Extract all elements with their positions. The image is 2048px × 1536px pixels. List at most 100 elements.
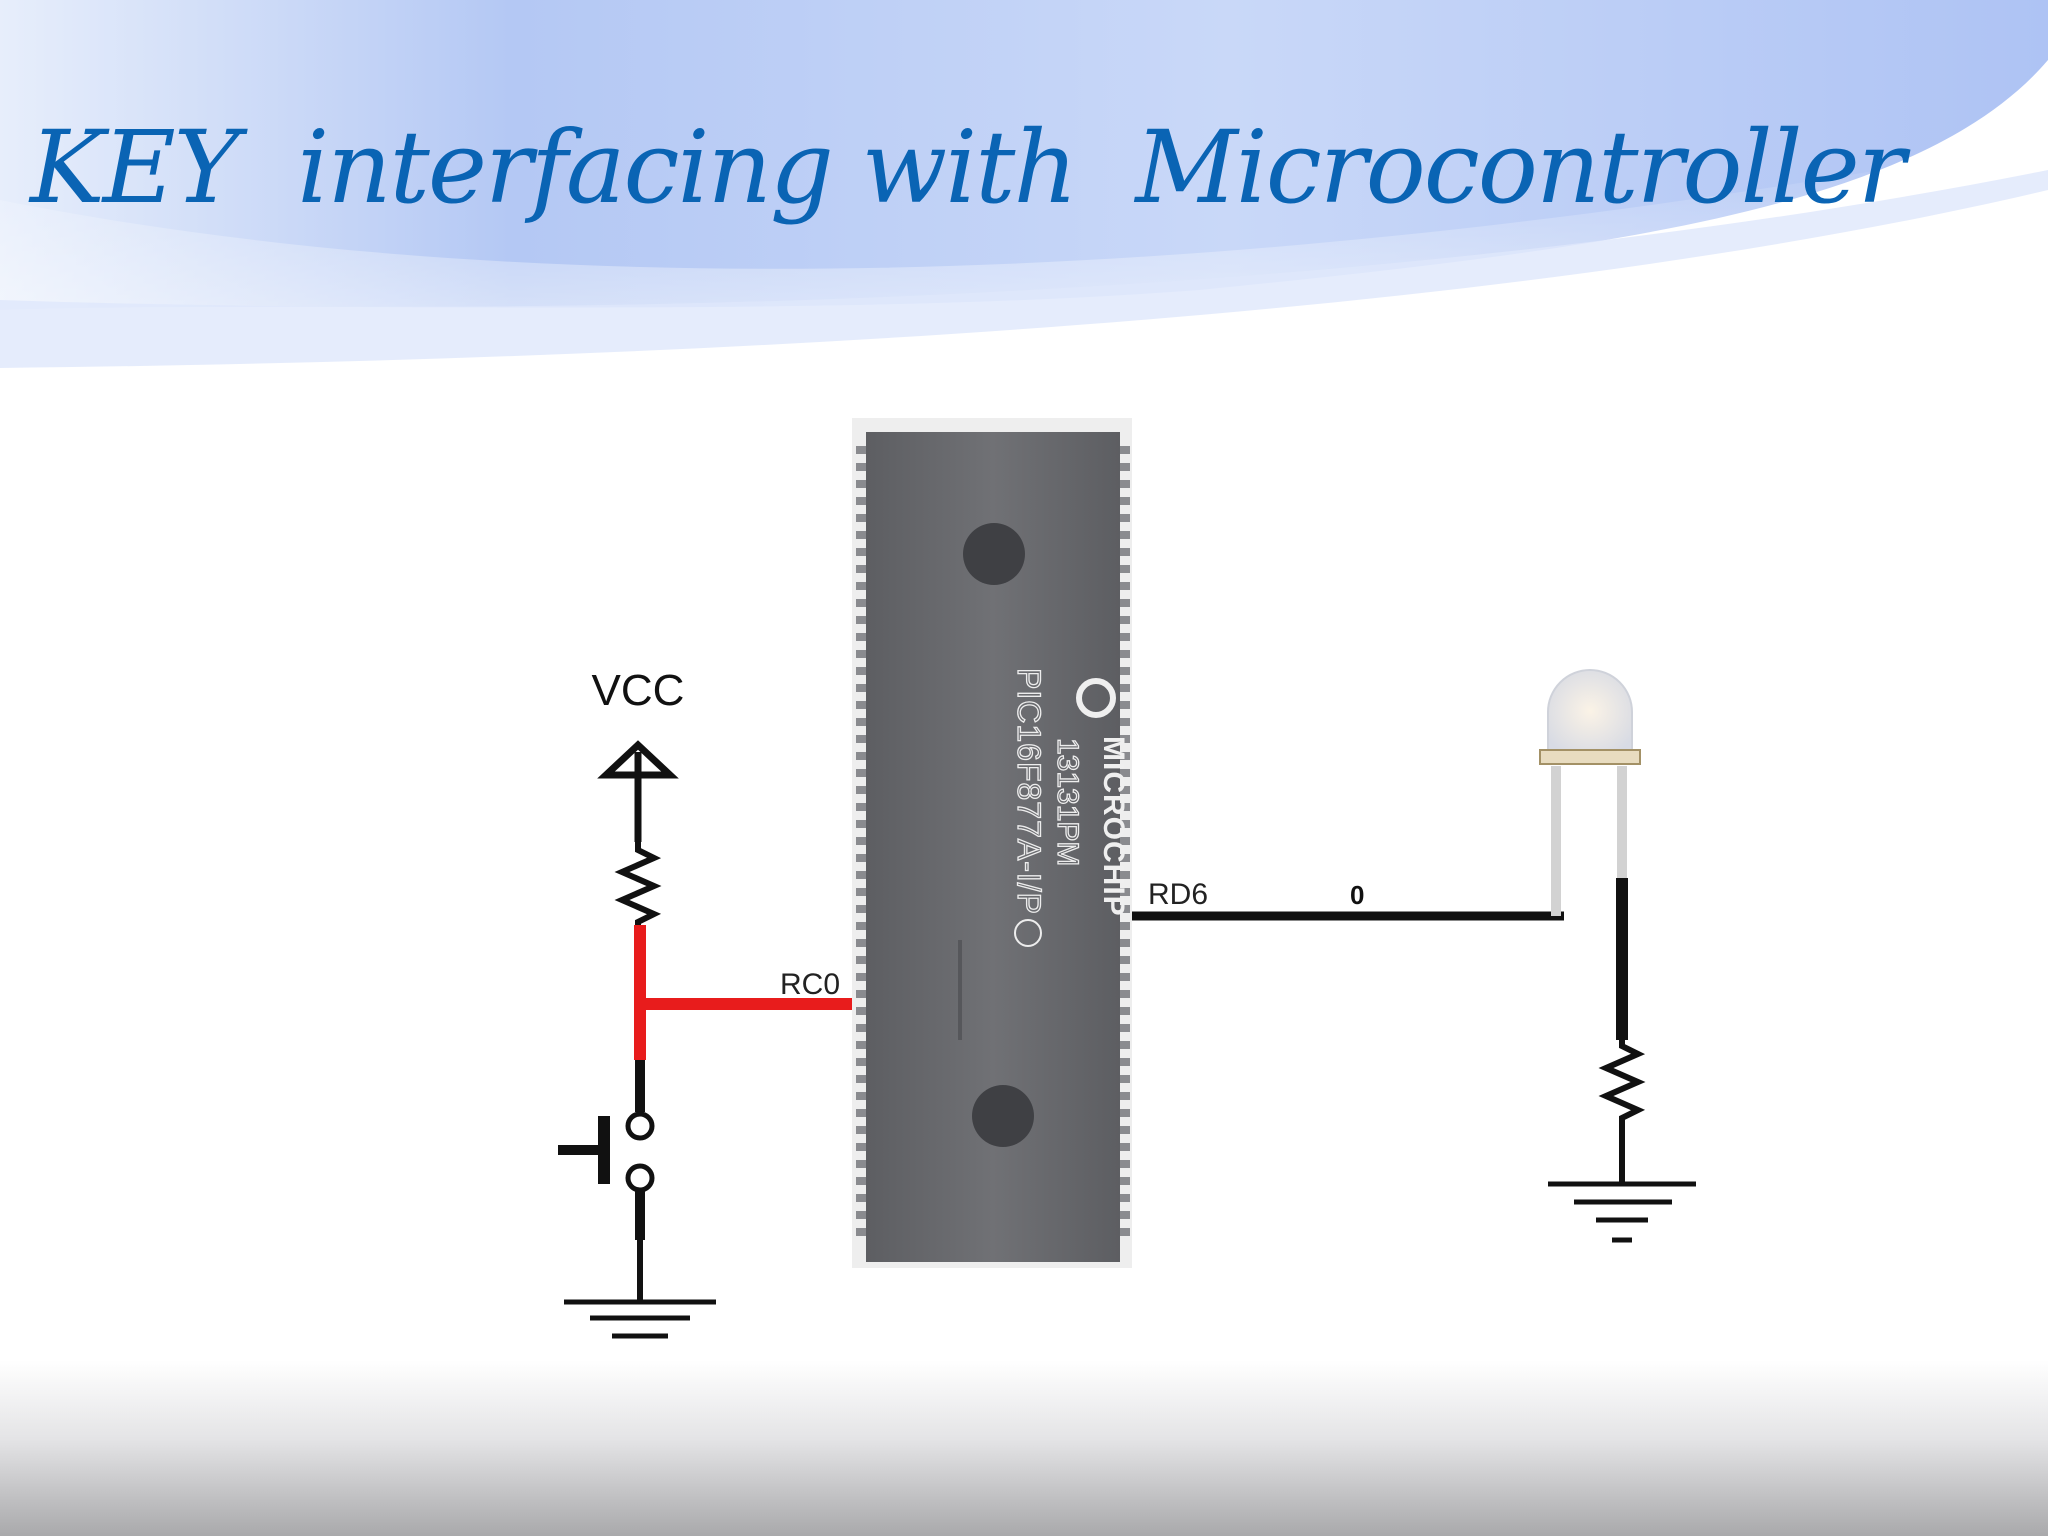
chip-pin	[856, 1194, 868, 1202]
chip-pin	[856, 1228, 868, 1236]
chip-pin	[856, 463, 868, 471]
pullup-resistor	[614, 842, 662, 925]
header-band	[0, 0, 2048, 370]
chip-pin	[1118, 616, 1130, 624]
chip-pin	[856, 837, 868, 845]
chip-pin	[1118, 548, 1130, 556]
chip-pin	[856, 684, 868, 692]
chip-pin	[1118, 735, 1130, 743]
chip-pin	[1118, 837, 1130, 845]
microcontroller-chip: PIC16F877A-I/P 13131PM MICROCHIP	[852, 418, 1132, 1268]
chip-pin	[856, 786, 868, 794]
footer-band	[0, 1360, 2048, 1536]
rc0-label: RC0	[780, 968, 840, 1001]
chip-pin	[1118, 973, 1130, 981]
chip-pin	[856, 531, 868, 539]
chip-pin	[1118, 786, 1130, 794]
chip-pin	[1118, 888, 1130, 896]
chip-pin	[856, 820, 868, 828]
chip-pin	[856, 548, 868, 556]
chip-pin	[1118, 1143, 1130, 1151]
chip-pin	[1118, 667, 1130, 675]
e3-mark-icon	[1014, 919, 1042, 947]
chip-pin	[1118, 718, 1130, 726]
chip-pin	[1118, 1177, 1130, 1185]
rc0-wire	[634, 925, 866, 1060]
chip-pin	[1118, 514, 1130, 522]
chip-pin	[1118, 582, 1130, 590]
chip-pin	[856, 1109, 868, 1117]
chip-pin	[856, 854, 868, 862]
chip-pin	[856, 922, 868, 930]
chip-pin	[856, 752, 868, 760]
chip-pin	[1118, 1092, 1130, 1100]
chip-pin	[1118, 531, 1130, 539]
ground-symbol-left	[564, 1240, 716, 1339]
chip-pin	[856, 650, 868, 658]
chip-pin	[856, 803, 868, 811]
chip-pin	[1118, 1109, 1130, 1117]
chip-pin	[1118, 633, 1130, 641]
led	[1539, 669, 1641, 916]
chip-pin	[1118, 803, 1130, 811]
chip-pin	[1118, 480, 1130, 488]
chip-pin	[1118, 1007, 1130, 1015]
chip-pin	[856, 1160, 868, 1168]
chip-pin	[856, 939, 868, 947]
chip-pin	[1118, 956, 1130, 964]
ground-symbol-right	[1548, 1181, 1696, 1243]
chip-pin	[1118, 1160, 1130, 1168]
chip-pin	[856, 1177, 868, 1185]
chip-pin	[856, 667, 868, 675]
led-ground-branch	[1598, 878, 1646, 1182]
rd6-label: RD6	[1148, 878, 1208, 911]
vcc-label: VCC	[592, 666, 685, 715]
rd6-state: 0	[1350, 880, 1364, 910]
chip-pin	[1118, 990, 1130, 998]
chip-pin	[1118, 1024, 1130, 1032]
chip-pin	[856, 1058, 868, 1066]
chip-pin	[1118, 854, 1130, 862]
chip-pin	[1118, 1194, 1130, 1202]
chip-pin	[856, 1092, 868, 1100]
chip-pin	[1118, 752, 1130, 760]
chip-pin	[856, 871, 868, 879]
chip-pin	[856, 1007, 868, 1015]
chip-pin	[856, 446, 868, 454]
chip-pin	[1118, 1041, 1130, 1049]
chip-pin	[1118, 1126, 1130, 1134]
chip-pin	[1118, 922, 1130, 930]
chip-pin	[1118, 871, 1130, 879]
chip-pin	[856, 1143, 868, 1151]
chip-notch-top	[963, 523, 1025, 585]
chip-pin	[856, 633, 868, 641]
chip-pins-right	[1118, 446, 1130, 1236]
chip-pin	[856, 718, 868, 726]
chip-pin	[1118, 599, 1130, 607]
push-button	[558, 1060, 655, 1240]
led-resistor	[1598, 1040, 1646, 1182]
chip-pin	[856, 701, 868, 709]
chip-pins-left	[856, 446, 868, 1236]
chip-brand: MICROCHIP	[1097, 736, 1130, 917]
chip-pin	[1118, 565, 1130, 573]
chip-lot-code: 13131PM	[1051, 738, 1084, 866]
chip-pin	[856, 1041, 868, 1049]
chip-pin	[1118, 1058, 1130, 1066]
slide-title: KEY interfacing with Microcontroller	[30, 109, 1906, 226]
chip-pin	[1118, 684, 1130, 692]
chip-pin	[856, 1075, 868, 1083]
chip-pin	[856, 616, 868, 624]
chip-pin	[856, 769, 868, 777]
microchip-logo-icon	[1076, 678, 1116, 718]
chip-pin	[856, 888, 868, 896]
vcc-symbol	[597, 740, 679, 842]
chip-pin	[1118, 497, 1130, 505]
chip-notch-bottom	[972, 1085, 1034, 1147]
chip-pin	[1118, 820, 1130, 828]
chip-pin	[856, 735, 868, 743]
chip-pin	[856, 1126, 868, 1134]
chip-pin	[856, 599, 868, 607]
